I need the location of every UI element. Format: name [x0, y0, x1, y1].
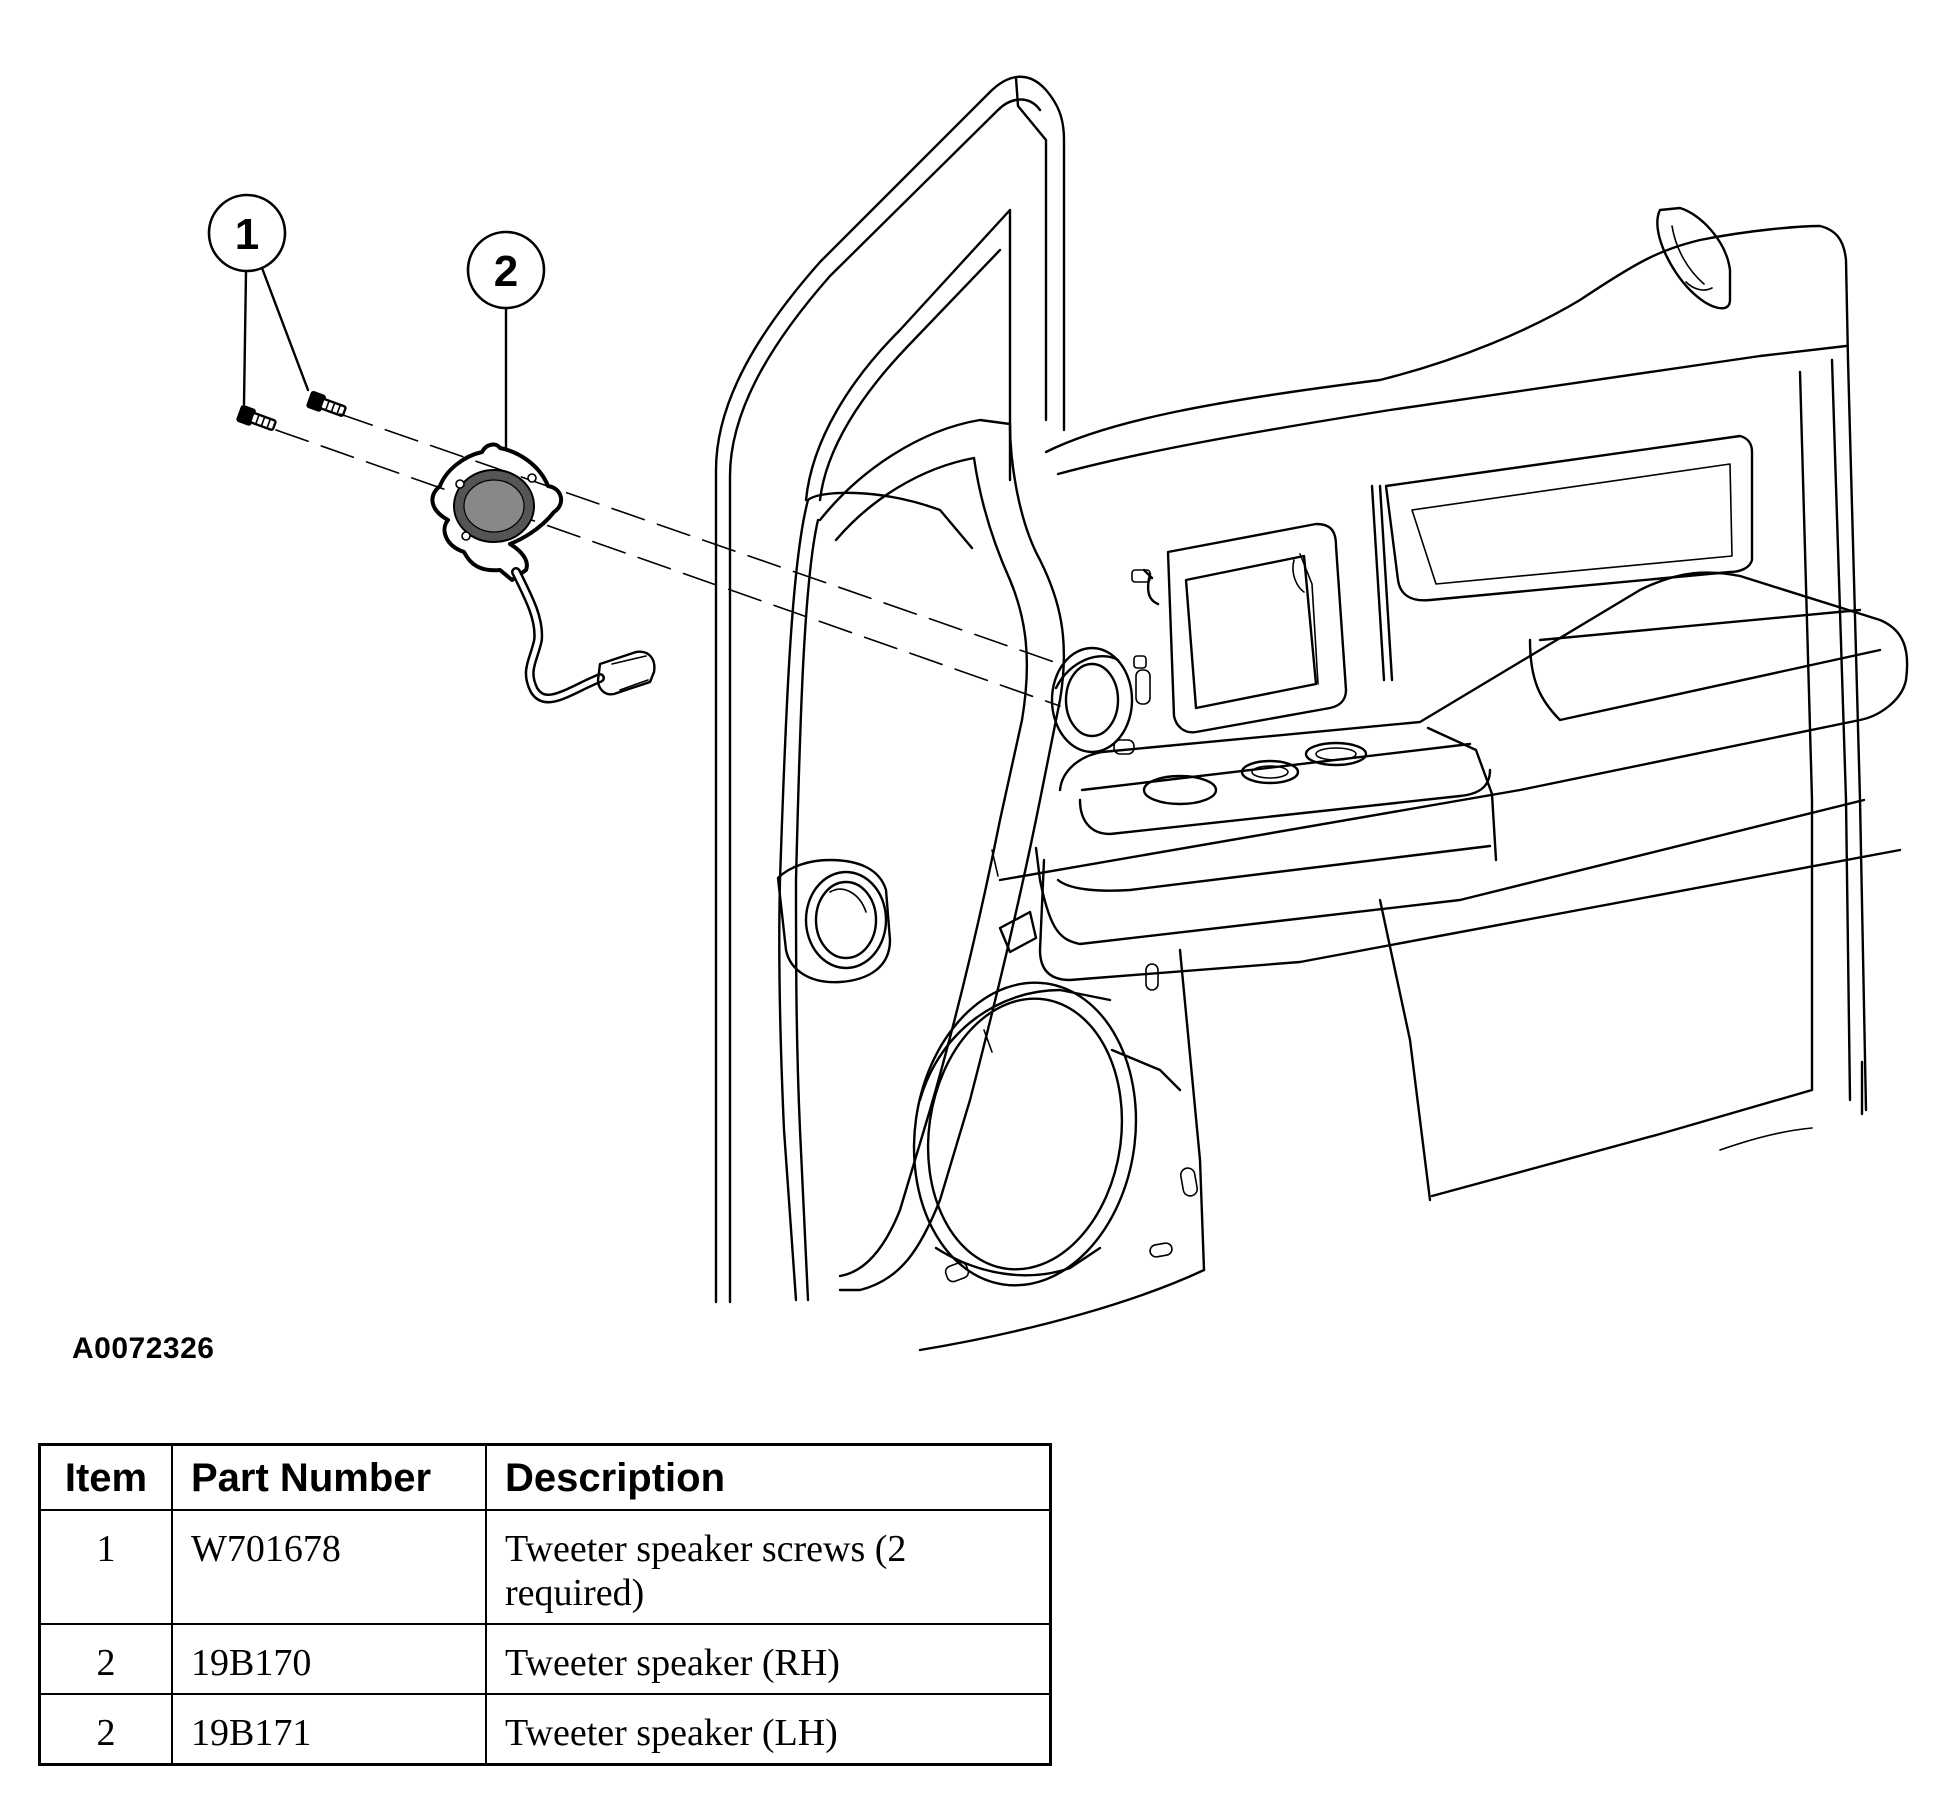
row-description: Tweeter speaker screws (2 required) [485, 1509, 1052, 1625]
table-row: 2 19B171 Tweeter speaker (LH) [38, 1693, 1052, 1766]
header-description: Description [485, 1443, 1052, 1511]
installation-guide-lines [275, 413, 1061, 707]
door-trim-panel [714, 75, 1909, 1352]
row-part-number: 19B171 [171, 1693, 487, 1766]
row-item: 1 [38, 1509, 173, 1625]
row-description: Tweeter speaker (RH) [485, 1623, 1052, 1695]
row-part-number: 19B170 [171, 1623, 487, 1695]
figure-id: A0072326 [72, 1332, 215, 1365]
callout-1: 1 [207, 193, 287, 273]
table-row: 1 W701678 Tweeter speaker screws (2 requ… [38, 1509, 1052, 1625]
table-row: 2 19B170 Tweeter speaker (RH) [38, 1623, 1052, 1695]
callout-1-label: 1 [235, 210, 259, 259]
tweeter-screws [236, 390, 347, 431]
row-part-number: W701678 [171, 1509, 487, 1625]
row-description: Tweeter speaker (LH) [485, 1693, 1052, 1766]
header-item: Item [38, 1443, 173, 1511]
callout-2: 2 [466, 230, 546, 310]
tweeter-speaker [430, 442, 656, 704]
row-item: 2 [38, 1623, 173, 1695]
parts-table: Item Part Number Description 1 W701678 T… [38, 1443, 1052, 1766]
header-part-number: Part Number [171, 1443, 487, 1511]
table-header-row: Item Part Number Description [38, 1443, 1052, 1511]
callout-leaders [242, 266, 508, 452]
callout-2-label: 2 [494, 247, 518, 296]
row-item: 2 [38, 1693, 173, 1766]
